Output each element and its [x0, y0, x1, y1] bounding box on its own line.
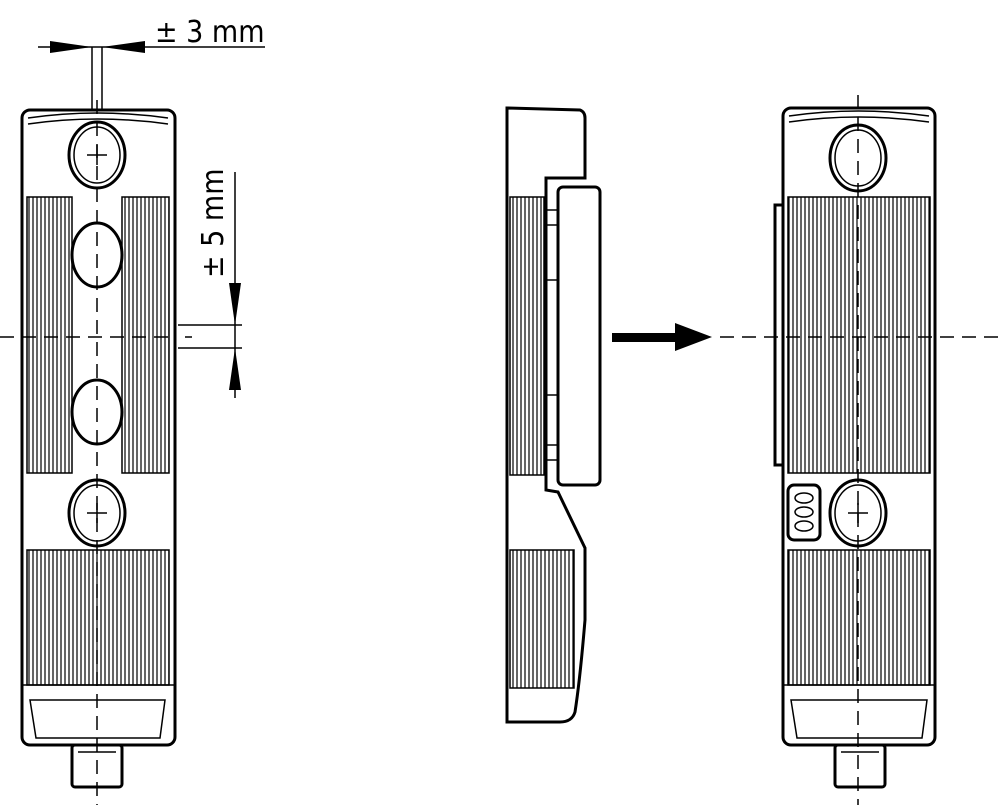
actuator: [556, 185, 602, 487]
led-indicator-icon: [786, 483, 822, 542]
side-view-sensor-with-actuator: [505, 106, 602, 724]
front-view-sensor-mounted: [773, 106, 937, 789]
vertical-tolerance-label: ± 5 mm: [196, 168, 231, 278]
mounting-hole-top: [828, 123, 888, 193]
centerlines: [0, 95, 1000, 805]
dimension-horizontal: ± 3 mm: [38, 15, 265, 110]
front-view-sensor: [20, 108, 177, 789]
direction-arrow-icon: [612, 323, 712, 351]
dimension-vertical: ± 5 mm: [178, 168, 242, 398]
horizontal-tolerance-label: ± 3 mm: [155, 15, 265, 50]
